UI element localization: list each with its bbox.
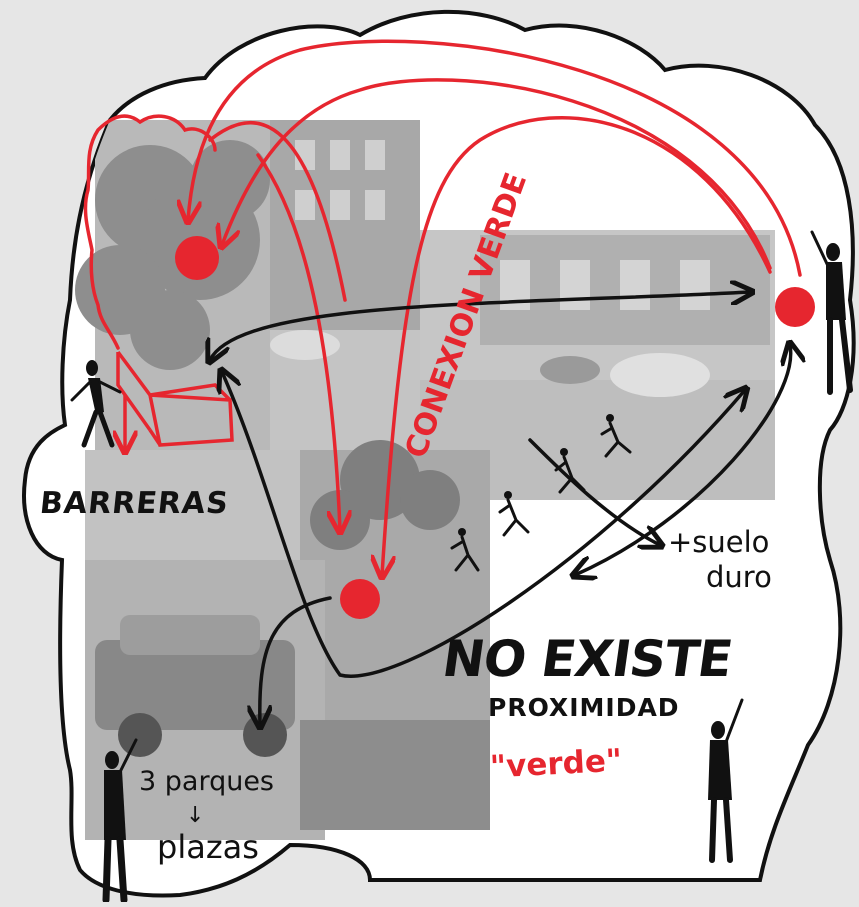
down-arrow-icon: ↓: [186, 803, 204, 828]
label-plazas: plazas: [157, 828, 259, 866]
node-tree: [175, 236, 219, 280]
label-barreras: BARRERAS: [38, 486, 230, 521]
label-no-existe: NO EXISTE: [439, 630, 735, 688]
label-duro: duro: [706, 560, 772, 594]
label-suelo: +suelo: [668, 525, 769, 559]
label-proximidad: PROXIMIDAD: [488, 693, 680, 722]
node-plaza-right: [775, 287, 815, 327]
label-parques: 3 parques: [139, 766, 274, 797]
node-center: [340, 579, 380, 619]
label-verde-quote: "verde": [489, 743, 623, 786]
